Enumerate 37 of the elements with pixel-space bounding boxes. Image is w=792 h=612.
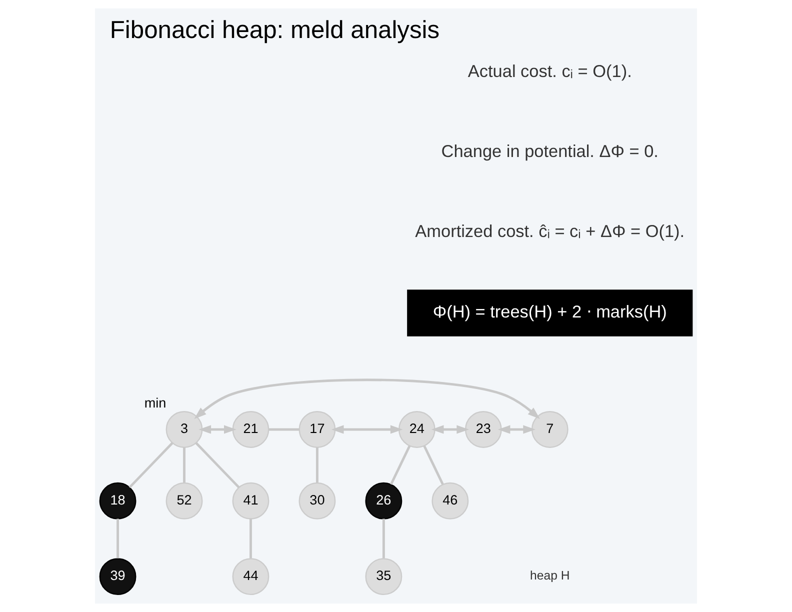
arrow [498, 425, 536, 434]
node-circle: 41 [232, 482, 270, 520]
label: Actual cost. cᵢ = O(1). [468, 60, 632, 81]
connector [195, 442, 240, 488]
node-circle: 24 [398, 411, 436, 448]
arrow [194, 378, 540, 420]
node-circle: 17 [298, 411, 336, 448]
connector [116, 518, 119, 558]
node-circle: 46 [432, 482, 469, 520]
connector [423, 445, 444, 485]
label: Amortized cost. ĉᵢ = cᵢ + ΔΦ = O(1). [415, 220, 685, 241]
connector [183, 447, 186, 483]
connector [128, 442, 174, 488]
node-circle: 18 [99, 482, 136, 520]
arrow [198, 425, 236, 434]
node-circle: 39 [99, 558, 136, 596]
arrow [331, 425, 403, 434]
node-circle: 7 [531, 411, 568, 448]
connector [382, 518, 385, 558]
node-circle: 26 [365, 482, 402, 520]
arrow [431, 425, 470, 434]
node-circle: 52 [166, 482, 203, 520]
node-circle: 3 [166, 411, 203, 448]
connector [390, 445, 411, 485]
diagram-title: Fibonacci heap: meld analysis [110, 16, 440, 44]
node-circle: 23 [464, 411, 502, 448]
node-circle: 21 [232, 411, 270, 448]
connector [316, 447, 318, 483]
connector [250, 518, 252, 558]
node-box: Φ(H) = trees(H) + 2 ⋅ marks(H) [407, 290, 693, 336]
node-circle: 30 [298, 482, 336, 520]
label: heap H [530, 568, 570, 583]
label: Change in potential. ΔΦ = 0. [441, 140, 658, 161]
node-label: min [144, 396, 166, 411]
node-circle: 44 [232, 558, 270, 596]
connector [268, 428, 300, 431]
node-circle: 35 [365, 558, 402, 596]
